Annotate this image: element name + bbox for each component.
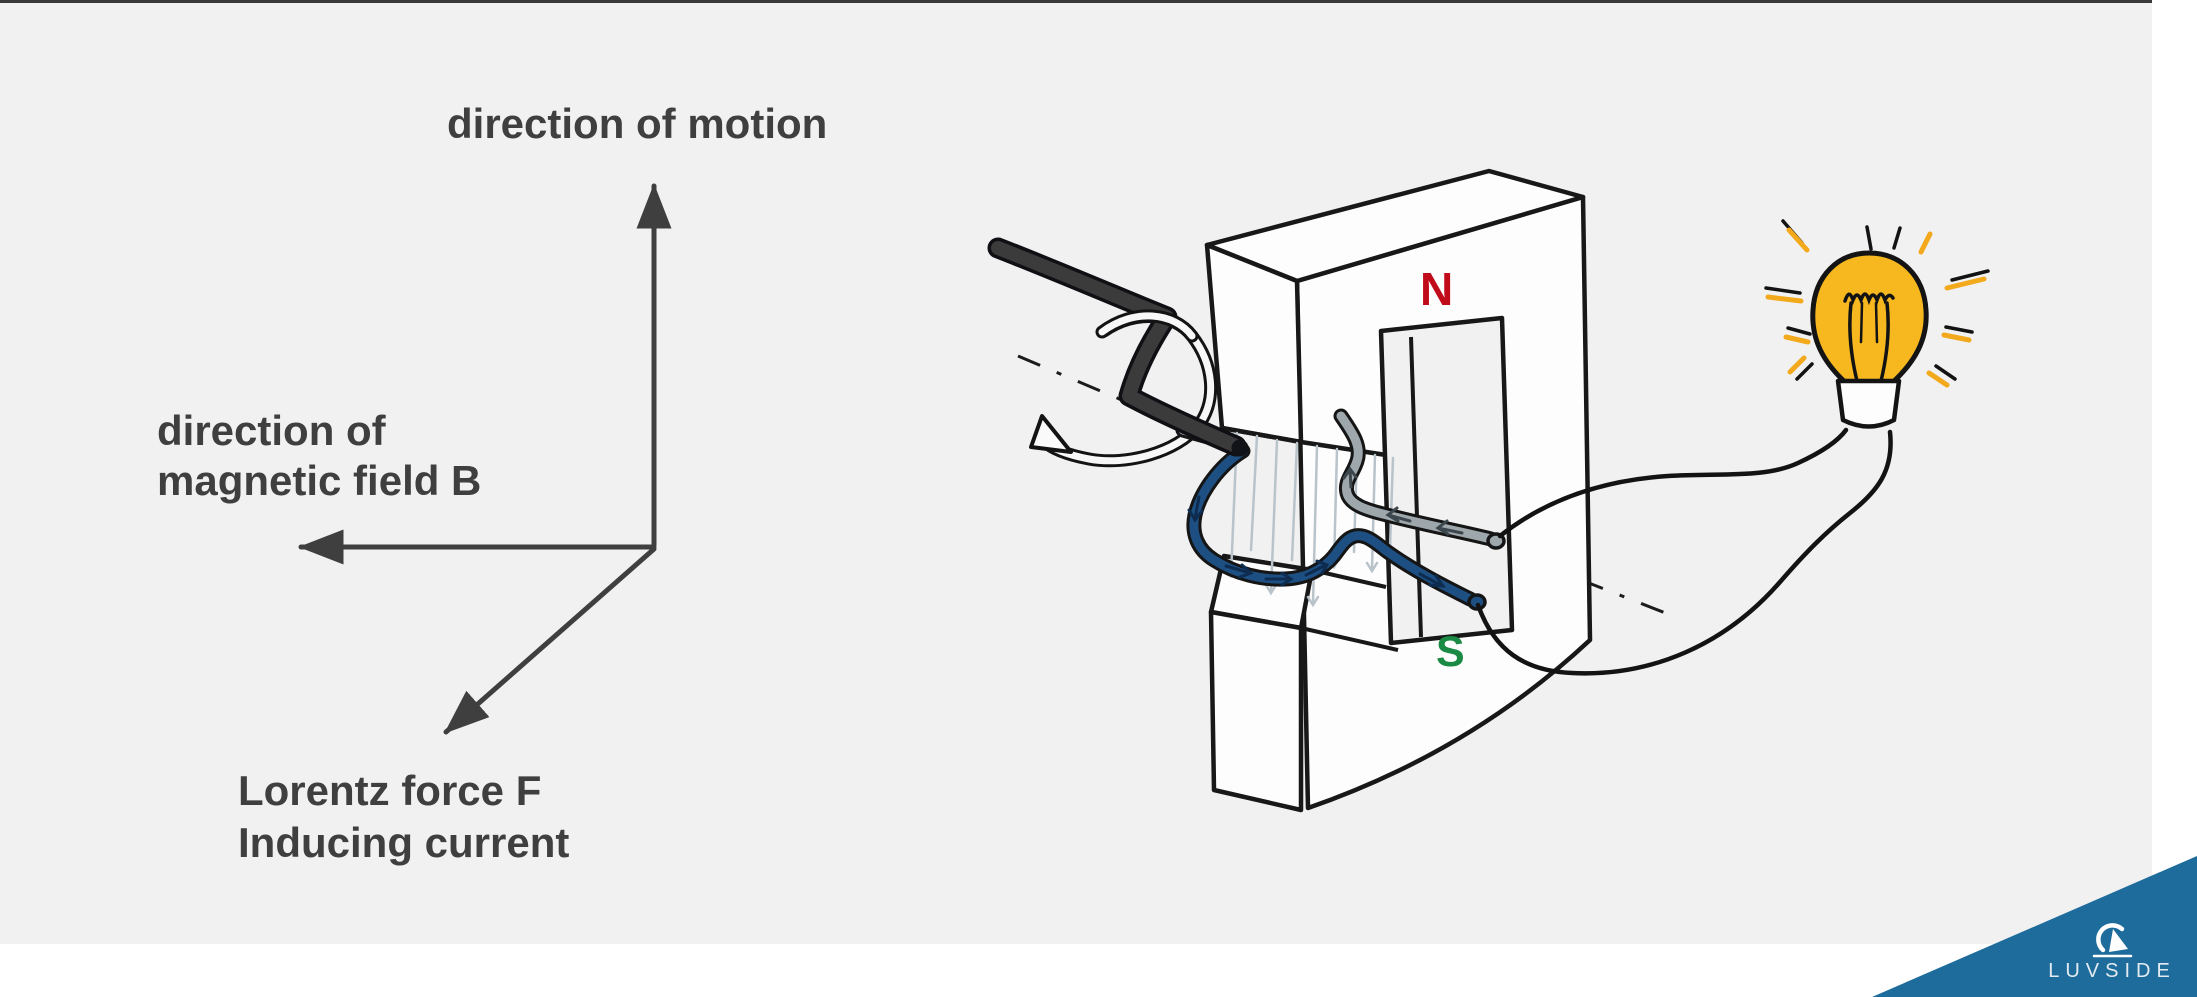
rotation-arrowhead (1029, 414, 1073, 454)
field-line (1249, 434, 1259, 552)
crank-axle-cap (1231, 439, 1249, 457)
motion-axis-label: direction of motion (447, 100, 828, 147)
lorentz-axis-label-line1: Lorentz force F (238, 767, 542, 814)
field-axis-label-line2: magnetic field B (157, 457, 482, 504)
window-depth-edge (1409, 336, 1423, 638)
bulb-rays (1764, 219, 1990, 388)
axes-diagram (298, 183, 672, 735)
wire-back-core (1336, 411, 1496, 544)
lead-wire-upper (1497, 427, 1849, 539)
lead-wire-lower (1475, 429, 1893, 676)
content-panel-background (0, 3, 2152, 944)
light-bulb (1764, 219, 1990, 429)
field-line (1290, 441, 1299, 562)
bulb-glass (1810, 250, 1929, 386)
magnet-top-front-face (1204, 242, 1304, 445)
magnet-bottom-front-face (1208, 609, 1304, 813)
filament-lead-inner-left (1859, 301, 1864, 344)
brand-corner (1872, 856, 2197, 997)
rotation-band-core (1098, 312, 1196, 340)
brand-wordmark: LUVSIDE (2048, 960, 2176, 982)
filament-lead-inner-right (1874, 301, 1879, 344)
field-axis-label-line1: direction of (157, 407, 386, 454)
field-line (1269, 438, 1279, 594)
wire-back-current-arrows (1342, 466, 1464, 536)
filament-coil (1843, 292, 1895, 306)
bottom-joint-edge-1 (1300, 626, 1399, 652)
wire-front-current-arrows (1187, 495, 1447, 588)
top-accent-bar (0, 0, 2152, 3)
lorentz-axis-label-line2: Inducing current (238, 819, 570, 866)
bulb-socket (1835, 378, 1902, 429)
crank-handle (987, 237, 1249, 457)
bulb-ray-yellow (1765, 227, 1987, 388)
filament-lead-left (1848, 301, 1859, 383)
filament-lead-right (1879, 301, 1890, 383)
bulb-lead-wires (1475, 427, 1893, 676)
north-pole-label: N (1420, 263, 1454, 315)
brand-triangle (1872, 856, 2197, 997)
wire-front-conductor (1186, 443, 1487, 611)
logo-swoosh (2096, 923, 2125, 953)
horseshoe-magnet (1204, 168, 1593, 813)
field-line (1388, 456, 1395, 550)
logo-sail (2109, 929, 2128, 952)
rotation-band-front (1095, 309, 1199, 343)
bulb-filament (1843, 292, 1895, 383)
crank-core (991, 241, 1243, 453)
axis-dash-right (1519, 554, 1669, 616)
south-pole-label: S (1436, 628, 1465, 676)
lorentz-arrow (443, 546, 657, 735)
wire-front-end-cap (1467, 593, 1487, 611)
sail-logo-icon (2092, 923, 2133, 958)
